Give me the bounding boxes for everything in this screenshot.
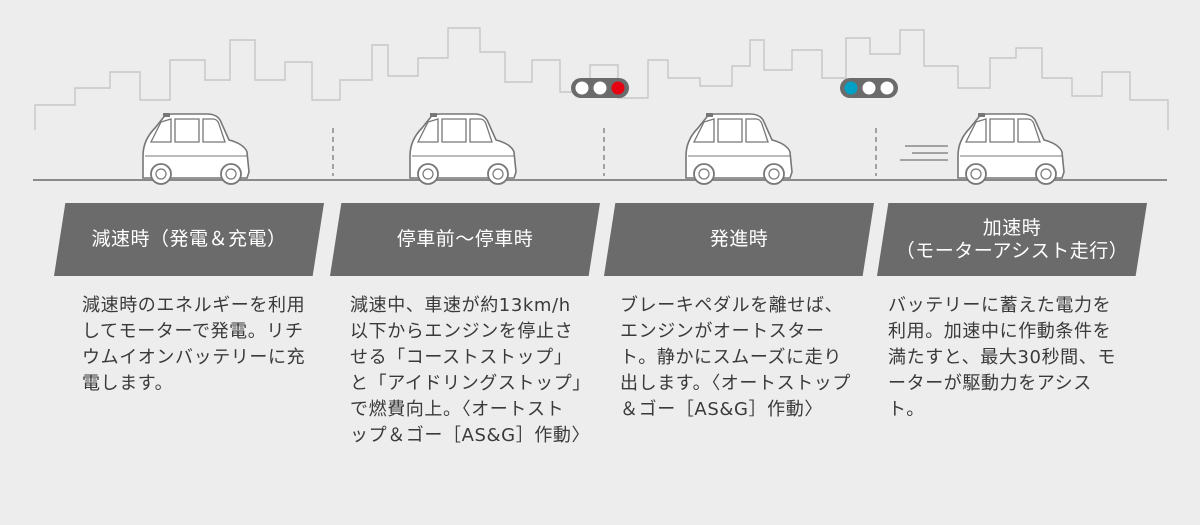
stage-label-text: 加速時 （モーターアシスト走行） <box>895 216 1129 262</box>
stage-label-acceleration: 加速時 （モーターアシスト走行） <box>877 203 1147 276</box>
scene-illustration <box>33 27 1169 185</box>
stage-description-acceleration: バッテリーに蓄えた電力を利用。加速中に作動条件を満たすと、最大30秒間、モーター… <box>888 295 1116 420</box>
stage-description-stopping: 減速中、車速が約13km/h以下からエンジンを停止させる「コーストストップ」と「… <box>350 295 591 446</box>
stage-label-starting: 発進時 <box>604 203 874 276</box>
car-icon <box>409 112 517 185</box>
car-icon <box>685 112 793 185</box>
traffic-light-lamp <box>611 81 625 95</box>
stage-label-text: 発進時 <box>709 228 769 250</box>
speed-lines-icon <box>900 145 948 161</box>
stage-label-text: 減速時（発電＆充電） <box>91 228 287 250</box>
car-icon <box>142 112 250 185</box>
stage-label-deceleration: 減速時（発電＆充電） <box>54 203 324 276</box>
stage-label-text: 停車前～停車時 <box>396 228 534 250</box>
stage-label-stopping: 停車前～停車時 <box>330 203 600 276</box>
traffic-light-icon <box>840 78 898 98</box>
traffic-light-icon <box>571 78 629 98</box>
traffic-light-lamp <box>844 81 858 95</box>
stage-description-deceleration: 減速時のエネルギーを利用してモーターで発電。リチウムイオンバッテリーに充電します… <box>82 295 306 394</box>
car-icon <box>957 112 1065 185</box>
stage-description-starting: ブレーキペダルを離せば、エンジンがオートスタート。静かにスムーズに走り出します。… <box>620 295 851 420</box>
